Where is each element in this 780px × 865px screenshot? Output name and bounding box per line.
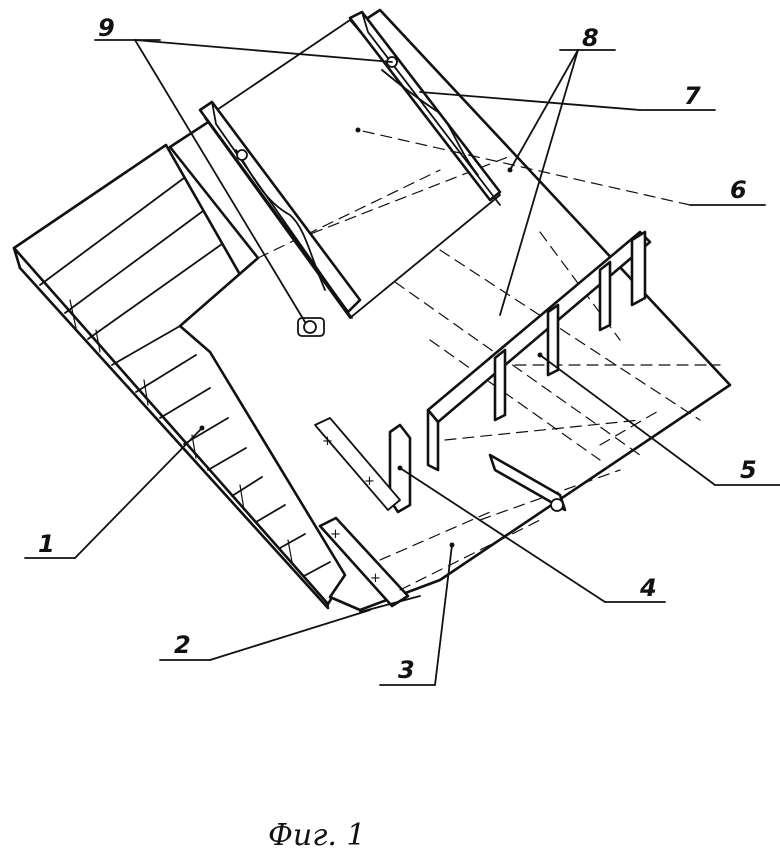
leader-1	[74, 427, 203, 559]
right-frame	[394, 230, 721, 521]
plus-mark: +	[322, 434, 333, 449]
plank-joints	[69, 299, 293, 563]
leader-4	[399, 467, 606, 603]
label-6: 6	[730, 176, 747, 204]
label-8: 8	[582, 24, 599, 52]
label-1: 1	[38, 530, 55, 558]
label-4: 4	[639, 574, 657, 602]
bolt-9-upper	[236, 149, 248, 161]
leader-lines	[24, 39, 780, 686]
reference-dots	[199, 127, 543, 548]
leader-8	[509, 49, 579, 171]
leader-3	[434, 544, 453, 686]
bolt-9-lower	[303, 320, 317, 334]
roller-end	[550, 498, 564, 512]
lower-strip: + +	[318, 511, 541, 613]
label-5: 5	[740, 456, 757, 484]
frame-roller	[488, 453, 567, 512]
plus-mark: +	[364, 474, 375, 489]
bracket-foot	[314, 417, 401, 511]
leader-2	[209, 609, 371, 661]
strip-dash	[379, 511, 491, 561]
label-9: 9	[98, 14, 115, 42]
leader-7	[419, 91, 641, 111]
strip-dash	[399, 519, 541, 591]
panel-sheet-6	[204, 19, 501, 319]
label-7: 7	[684, 82, 701, 110]
leader-9	[134, 39, 306, 323]
frame-posts	[426, 230, 647, 472]
label-2: 2	[174, 631, 191, 659]
leader-8	[499, 49, 579, 316]
upper-panel	[198, 10, 509, 337]
leader-6	[357, 129, 691, 206]
leader-5	[539, 354, 716, 486]
label-3: 3	[398, 656, 415, 684]
plank-board-edge	[18, 266, 330, 610]
plus-mark: +	[370, 571, 381, 586]
plus-mark: +	[330, 527, 341, 542]
leader-9	[134, 39, 393, 63]
figure-caption: Фиг. 1	[268, 818, 366, 853]
fastener-2	[318, 516, 410, 608]
plank-board-edge	[12, 246, 22, 270]
right-clamp-rail	[348, 10, 502, 206]
left-clamp-rail	[198, 100, 362, 337]
panel-dash	[257, 169, 441, 259]
